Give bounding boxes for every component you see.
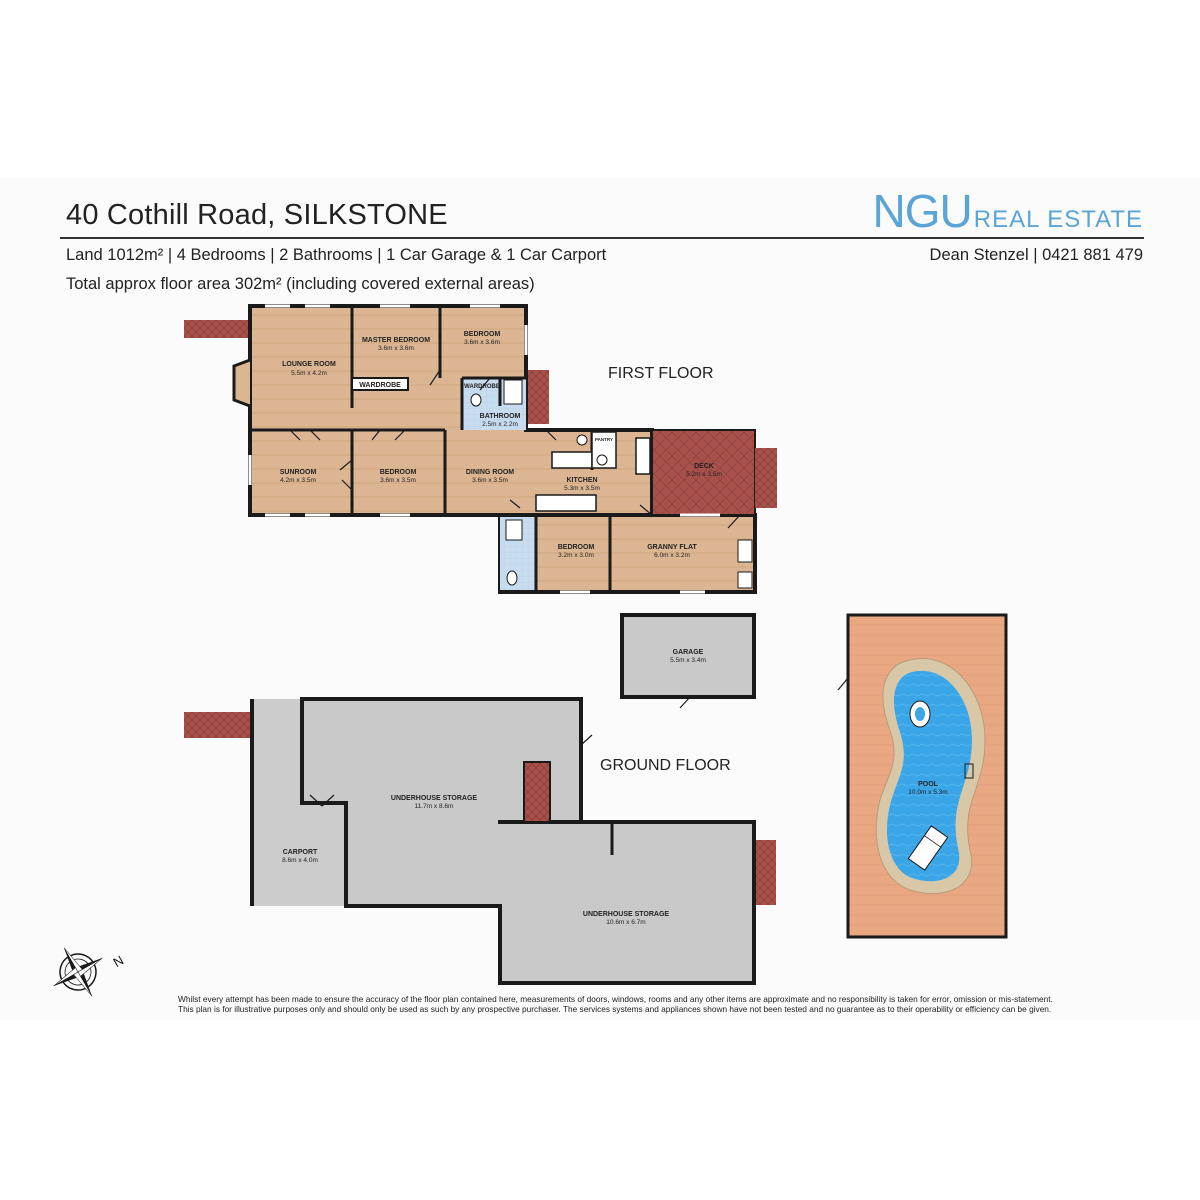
room-storage2-size: 10.6m x 6.7m [606,919,645,926]
header-divider [60,237,1144,239]
garage: GARAGE 5.5m x 3.4m [620,613,756,709]
room-bathroom-name: BATHROOM [480,413,521,420]
room-bed2-size: 3.6m x 3.6m [464,339,500,346]
ensuite-shower [505,519,523,541]
pool-area: POOL 10.0m x 5.3m [837,613,1008,939]
bath-shower [503,379,523,405]
room-granny-name: GRANNY FLAT [647,544,697,551]
room-storage1-name: UNDERHOUSE STORAGE [391,795,478,802]
compass-north-label: N [111,952,127,970]
agency-logo: NGUREAL ESTATE [873,184,1144,238]
storage2-outline [498,820,756,985]
room-storage2-name: UNDERHOUSE STORAGE [583,911,670,918]
internal-walls [250,306,612,592]
windows [248,304,720,594]
room-dining-size: 3.6m x 3.5m [472,477,508,484]
agent-contact: Dean Stenzel | 0421 881 479 [929,246,1143,264]
disclaimer-line1: Whilst every attempt has been made to en… [178,994,1053,1004]
room-kitchen-name: KITCHEN [566,477,597,484]
room-granny-size: 6.0m x 3.2m [654,552,690,559]
first-floor-label: FIRST FLOOR [608,365,714,382]
chimney-right [527,370,549,424]
deck-area [651,429,756,516]
room-wardrobe2-name: WARDROBE [464,384,500,390]
wardrobe-box [351,377,409,391]
property-summary: Land 1012m² | 4 Bedrooms | 2 Bathrooms |… [66,246,607,264]
granny-wing-outline [498,513,757,594]
garage-outline [620,613,756,699]
room-master-name: MASTER BEDROOM [362,337,430,344]
room-kitchen-size: 5.3m x 3.5m [564,485,600,492]
room-bed3-size: 3.6m x 3.5m [380,477,416,484]
ground-stair-left [184,712,250,738]
room-lounge-size: 5.5m x 4.2m [291,370,327,377]
room-storage1-size: 11.7m x 8.6m [415,803,454,810]
ground-floor-label: GROUND FLOOR [600,757,731,774]
room-bathroom-size: 2.5m x 2.2m [482,421,518,428]
room-pool-name: POOL [918,781,939,788]
ensuite-toilet [506,570,518,586]
door-swings [289,369,741,529]
room-bed4-size: 3.2m x 3.0m [558,552,594,559]
room-sunroom-name: SUNROOM [280,469,317,476]
room-dining-name: DINING ROOM [466,469,514,476]
property-address: 40 Cothill Road, SILKSTONE [66,199,448,231]
room-deck-size: 5.2m x 3.5m [686,471,722,478]
pool-ladder-icon [964,763,974,779]
room-sunroom-size: 4.2m x 3.5m [280,477,316,484]
first-floor: LOUNGE ROOM MASTER BEDROOM BEDROOM WARDR… [184,304,777,594]
ground-door-swings [309,734,593,807]
kitchen-island [535,494,597,512]
room-carport-size: 8.6m x 4.0m [282,857,318,864]
room-deck-name: DECK [694,463,714,470]
granny-sink [737,539,753,563]
garage-door-swing [679,696,691,709]
room-lounge-name: LOUNGE ROOM [282,361,336,368]
floor-area-note: Total approx floor area 302m² (including… [66,275,535,293]
room-pantry-name: PANTRY [595,437,613,442]
granny-stove [737,571,753,589]
ground-stair-right [754,840,776,905]
room-pool-size: 10.0m x 5.3m [908,789,947,796]
bath-toilet [470,393,482,407]
disclaimer-line2: This plan is for illustrative purposes o… [178,1004,1052,1014]
chimney-base [523,761,551,823]
pool-water [886,670,972,882]
room-garage-name: GARAGE [673,649,704,656]
chimney-left [184,320,250,338]
room-bed2-name: BEDROOM [464,331,501,338]
bay-window [232,358,251,408]
ground-floor: UNDERHOUSE STORAGE 11.7m x 8.6m CARPORT … [184,697,776,985]
room-garage-size: 5.5m x 3.4m [670,657,706,664]
room-master-size: 3.6m x 3.6m [378,345,414,352]
pool-lounger-icon [907,825,949,871]
pool-gate-swing [837,677,849,691]
toilet-icon [576,434,588,446]
disclaimer: Whilst every attempt has been made to en… [178,994,1053,1014]
room-carport-name: CARPORT [283,849,318,856]
logo-brand: NGU [872,185,973,237]
kitchen-bench [551,451,593,469]
room-wardrobe1-name: WARDROBE [359,382,401,389]
compass-rose-icon [53,947,103,997]
pool-spa-water [915,707,925,721]
room-bed4-name: BEDROOM [558,544,595,551]
carport-area [252,699,346,906]
logo-tagline: REAL ESTATE [973,206,1143,233]
room-bed3-name: BEDROOM [380,469,417,476]
deck-stairs [755,448,777,508]
stove-icon [596,454,608,466]
storage-joint [498,824,506,904]
sink-bench [635,437,651,475]
